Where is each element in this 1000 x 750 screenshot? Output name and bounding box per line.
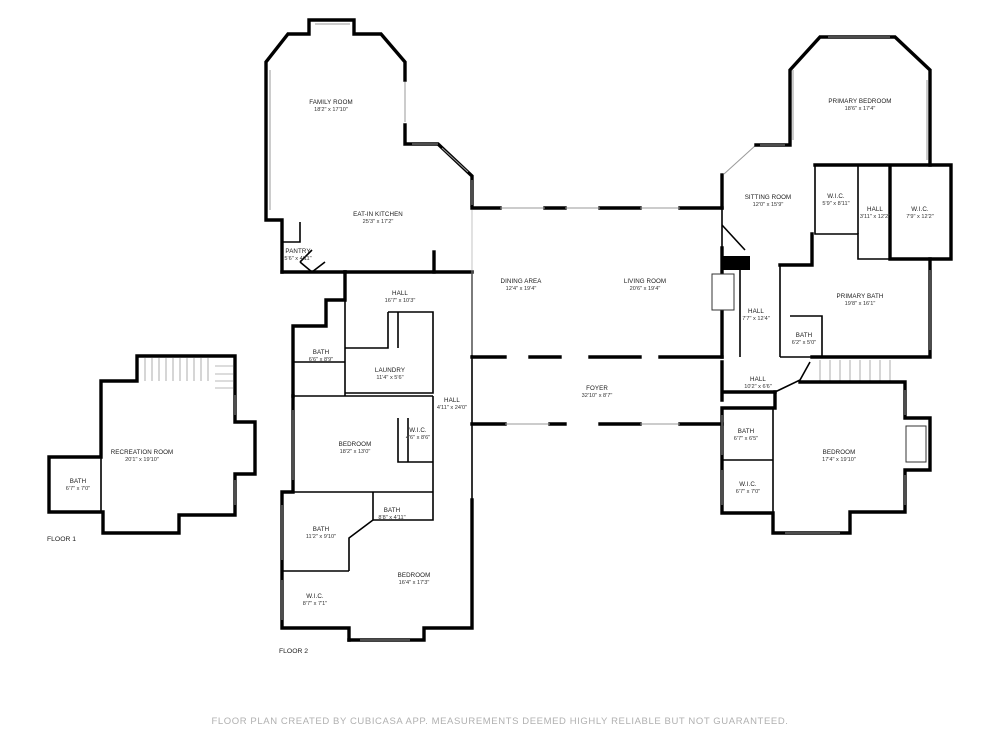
label-hall-3: HALL	[867, 206, 883, 213]
label-hall-2: HALL	[444, 397, 460, 404]
label-bath-3: BATH	[313, 526, 329, 533]
label-primary-bath: PRIMARY BATH	[837, 293, 884, 300]
dims-bath-2: 8'8" x 4'11"	[378, 515, 405, 521]
dims-bedroom-3: 17'4" x 19'10"	[822, 457, 856, 463]
label-hall-1: HALL	[392, 290, 408, 297]
dims-dining-area: 12'4" x 19'4"	[506, 286, 537, 292]
dims-living-room: 20'6" x 19'4"	[630, 286, 661, 292]
floor-1-walls	[47, 354, 257, 535]
dims-eat-in-kitchen: 25'3" x 17'2"	[363, 219, 394, 225]
label-wic-1: W.I.C.	[409, 427, 427, 434]
dims-wic-4: 7'9" x 12'2"	[906, 214, 934, 220]
dims-wic-3: 5'9" x 8'11"	[822, 201, 849, 207]
dims-hall-1: 16'7" x 10'3"	[385, 298, 416, 304]
dims-bedroom-1: 18'2" x 13'0"	[340, 449, 371, 455]
dims-bath-3: 11'2" x 9'10"	[306, 534, 336, 540]
dims-primary-bath: 19'8" x 16'1"	[845, 301, 876, 307]
dims-bath-f1: 6'7" x 7'0"	[66, 486, 90, 492]
label-eat-in-kitchen: EAT-IN KITCHEN	[353, 211, 403, 218]
label-dining-area: DINING AREA	[501, 278, 543, 285]
dims-wic-2: 8'7" x 7'1"	[303, 601, 327, 607]
label-hall-5: HALL	[750, 376, 766, 383]
label-bath-5: BATH	[738, 428, 754, 435]
dims-laundry: 11'4" x 5'6"	[376, 375, 403, 381]
floor-2-left-wing-walls	[264, 18, 474, 642]
label-family-room: FAMILY ROOM	[309, 99, 353, 106]
dims-family-room: 18'2" x 17'10"	[314, 107, 348, 113]
dims-recreation-room: 20'1" x 19'10"	[125, 457, 159, 463]
floor-2-centre-walls	[470, 206, 724, 426]
floor-2-right-wing-walls	[711, 35, 953, 535]
dims-wic-5: 6'7" x 7'0"	[736, 489, 760, 495]
dims-hall-5: 10'2" x 6'6"	[744, 384, 772, 390]
label-bedroom-2: BEDROOM	[398, 572, 431, 579]
label-laundry: LAUNDRY	[375, 367, 405, 374]
stairs-f1	[144, 358, 233, 389]
dims-bath-1: 6'6" x 8'9"	[309, 357, 333, 363]
label-bath-f1: BATH	[70, 478, 86, 485]
label-wic-2: W.I.C.	[306, 593, 324, 600]
label-bedroom-1: BEDROOM	[339, 441, 372, 448]
stairs-f2	[812, 360, 905, 383]
dims-bath-5: 6'7" x 6'5"	[734, 436, 758, 442]
label-pantry: PANTRY	[285, 248, 310, 255]
label-recreation-room: RECREATION ROOM	[111, 449, 174, 456]
dims-sitting-room: 12'0" x 15'9"	[753, 202, 784, 208]
floor-1-label: FLOOR 1	[47, 536, 76, 543]
label-wic-3: W.I.C.	[827, 193, 845, 200]
dims-bath-4: 6'2" x 5'0"	[792, 340, 816, 346]
label-bedroom-3: BEDROOM	[823, 449, 856, 456]
label-sitting-room: SITTING ROOM	[745, 194, 792, 201]
label-foyer: FOYER	[586, 385, 608, 392]
dims-wic-1: 4'6" x 8'6"	[406, 435, 430, 441]
label-wic-4: W.I.C.	[911, 206, 929, 213]
room-labels: RECREATION ROOM 20'1" x 19'10" BATH 6'7"…	[66, 98, 934, 607]
label-primary-bedroom: PRIMARY BEDROOM	[828, 98, 891, 105]
label-hall-4: HALL	[748, 308, 764, 315]
disclaimer-footer: FLOOR PLAN CREATED BY CUBICASA APP. MEAS…	[211, 716, 789, 727]
dims-primary-bedroom: 18'6" x 17'4"	[845, 106, 876, 112]
label-wic-5: W.I.C.	[739, 481, 757, 488]
label-bath-1: BATH	[313, 349, 329, 356]
dims-hall-4: 7'7" x 12'4"	[742, 316, 770, 322]
dims-hall-2: 4'11" x 24'0"	[437, 405, 467, 411]
label-bath-2: BATH	[384, 507, 400, 514]
label-living-room: LIVING ROOM	[624, 278, 666, 285]
dims-foyer: 32'10" x 8'7"	[582, 393, 613, 399]
dims-pantry: 5'6" x 4'11"	[284, 256, 311, 262]
label-bath-4: BATH	[796, 332, 812, 339]
dims-bedroom-2: 16'4" x 17'3"	[399, 580, 430, 586]
floor-2-label: FLOOR 2	[279, 648, 308, 655]
dims-hall-3: 3'11" x 12'2"	[860, 214, 890, 220]
